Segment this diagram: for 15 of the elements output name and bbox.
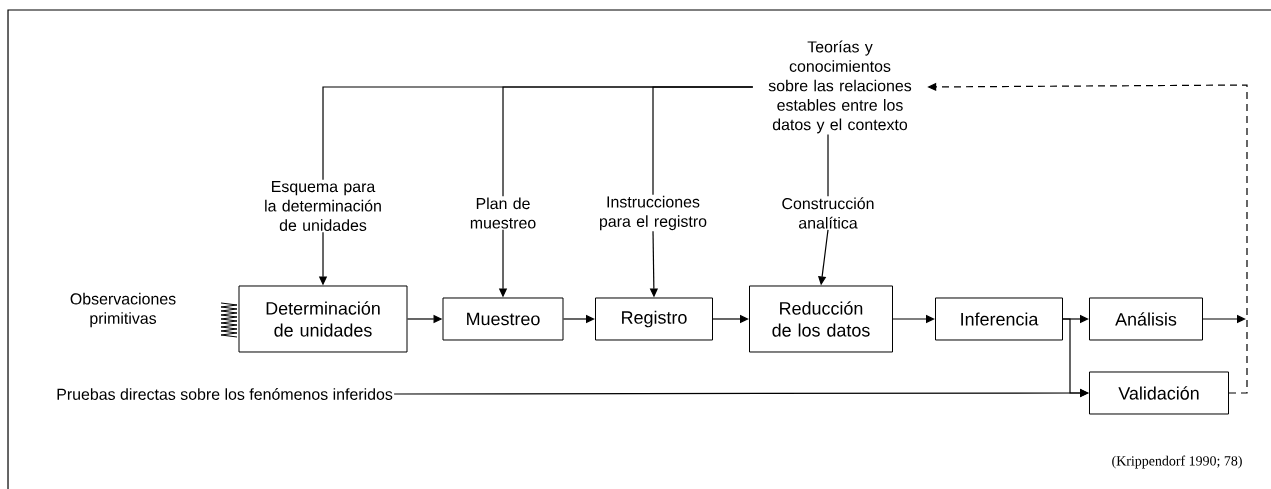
process-box: Determinación de unidades	[238, 285, 408, 353]
label-text: Plan de muestreo	[470, 197, 536, 229]
label-text: Instrucciones para el registro	[600, 195, 707, 231]
process-box: Muestreo	[442, 297, 564, 341]
label-text: Teorías y conocimientos sobre las relaciones estables entre los datos y el contexto	[768, 40, 912, 134]
label-text: Esquema para la determinación de unidades	[265, 181, 381, 231]
label-text: Observaciones primitivas	[70, 292, 176, 328]
label-text: Construcción analítica	[782, 197, 874, 229]
label-text: Pruebas directas sobre los fenómenos inferidos	[57, 388, 393, 400]
process-box: Análisis	[1089, 297, 1203, 341]
process-box: Inferencia	[935, 297, 1063, 341]
caption: (Krippendorf 1990; 78)	[1112, 455, 1242, 469]
process-box: Validación	[1089, 371, 1229, 415]
process-box: Registro	[595, 297, 713, 341]
process-box: Reducción de los datos	[749, 285, 893, 353]
